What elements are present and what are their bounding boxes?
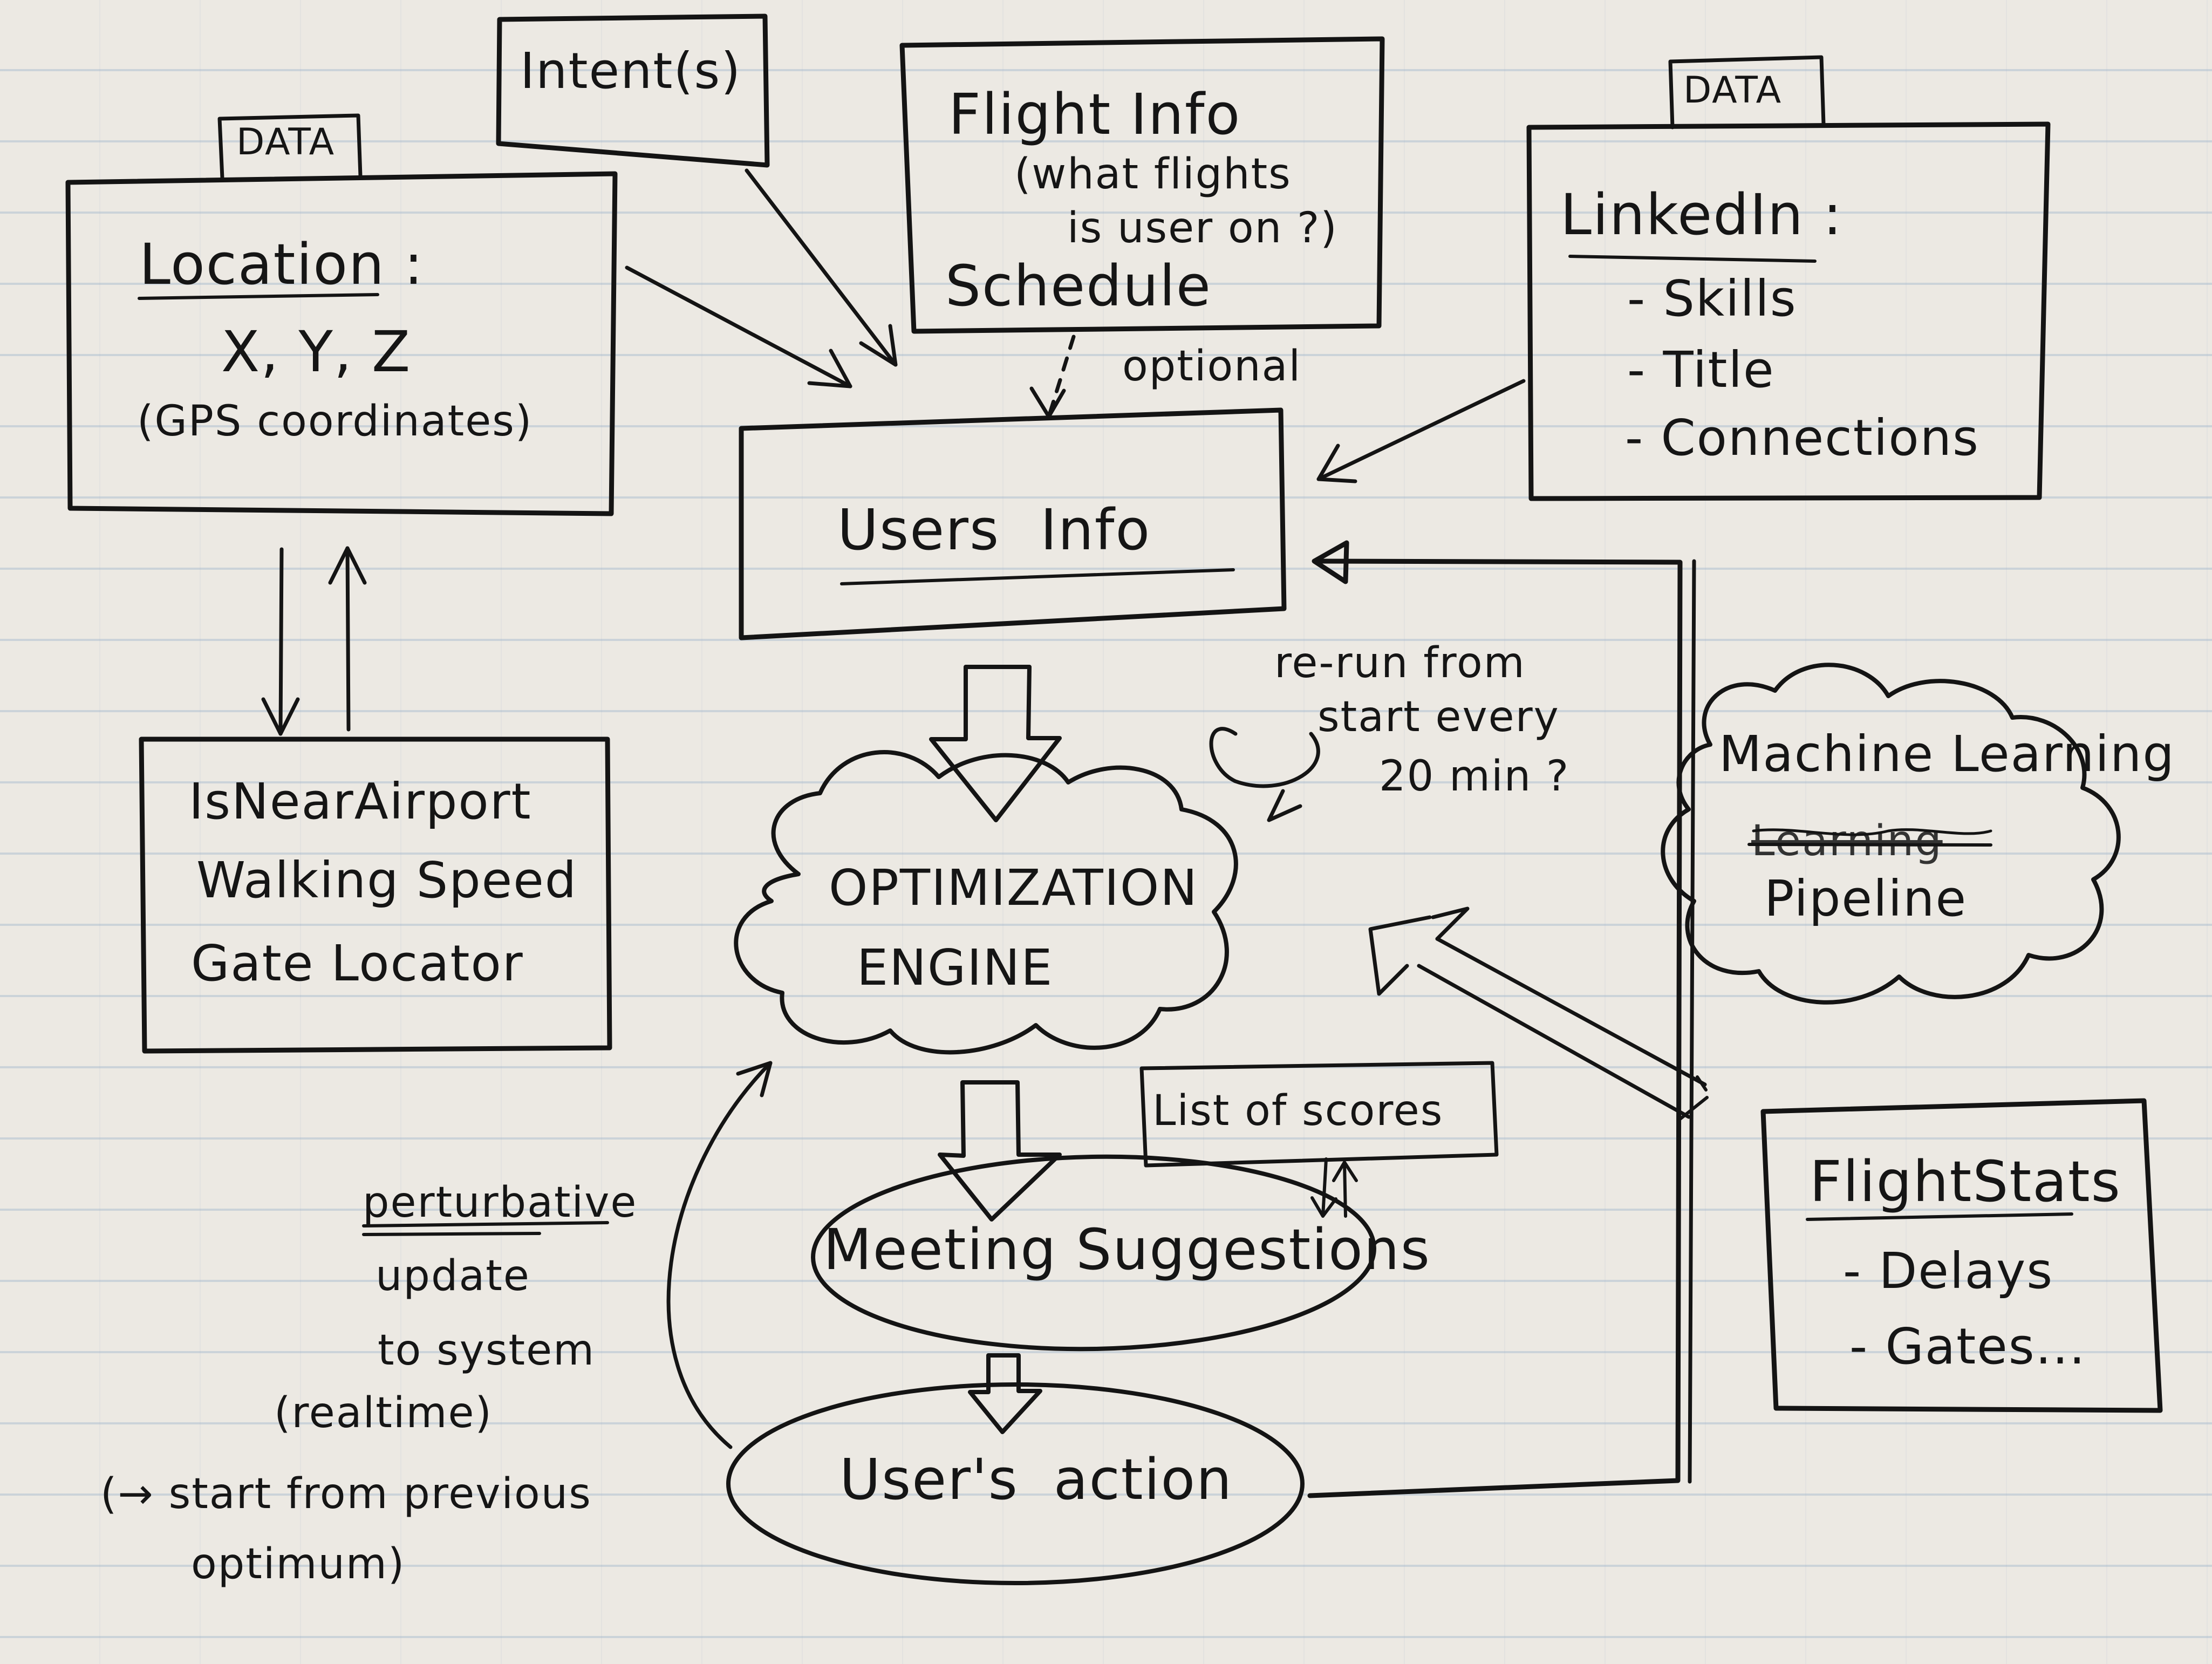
linkedin-item-skills: - Skills: [1627, 270, 1797, 328]
perturbative-line-5: (→ start from previous: [100, 1470, 592, 1518]
ml-cloud-line-1: Machine Learning: [1719, 725, 2175, 783]
near-airport-box-outline: [139, 736, 612, 1054]
rerun-note-line-3: 20 min ?: [1379, 752, 1570, 801]
near-airport-line-2: Walking Speed: [196, 851, 578, 909]
rerun-note-line-1: re-run from: [1274, 639, 1526, 687]
feedback-line-to-users-info: [1307, 540, 1696, 1498]
perturbative-underline: [362, 1221, 609, 1236]
perturbative-line-1: perturbative: [363, 1178, 638, 1227]
rerun-note-line-2: start every: [1317, 693, 1560, 741]
users-info-label: Users Info: [837, 497, 1151, 563]
perturbative-line-3: to system: [378, 1326, 596, 1375]
flight-info-question-2: is user on ?): [1067, 204, 1338, 253]
optimization-engine-cloud: [734, 750, 1238, 1055]
users-action-ellipse: [726, 1382, 1305, 1585]
location-gps: (GPS coordinates): [137, 397, 533, 446]
location-data-tag: DATA: [236, 121, 336, 163]
arrow-flight-info-optional: [1029, 335, 1076, 419]
intents-box-outline: [496, 13, 770, 168]
arrow-location-near-airport: [261, 546, 367, 736]
flight-stats-title: FlightStats: [1810, 1149, 2121, 1215]
perturbative-line-2: update: [376, 1252, 530, 1300]
meeting-suggestions-ellipse: [811, 1154, 1376, 1352]
flight-stats-item-delays: - Delays: [1843, 1242, 2054, 1300]
intents-label: Intent(s): [520, 42, 742, 100]
arrow-scores-suggestions: [1310, 1157, 1358, 1218]
ml-cloud-crossed-word: Learning: [1751, 817, 1943, 865]
arrow-action-to-engine: [666, 1061, 773, 1449]
meeting-suggestions-label: Meeting Suggestions: [823, 1217, 1431, 1283]
flight-stats-box-outline: [1760, 1098, 2163, 1413]
flight-info-title: Flight Info: [948, 81, 1241, 147]
flight-info-question-1: (what flights: [1014, 150, 1292, 199]
optimization-engine-line-1: OPTIMIZATION: [829, 859, 1199, 917]
location-title: Location :: [139, 231, 424, 297]
near-airport-line-1: IsNearAirport: [189, 773, 532, 830]
linkedin-item-connections: - Connections: [1625, 409, 1979, 467]
users-info-box-outline: [739, 407, 1287, 640]
perturbative-line-4: (realtime): [274, 1389, 493, 1437]
perturbative-line-6: optimum): [191, 1540, 406, 1588]
linkedin-item-title: - Title: [1627, 341, 1775, 399]
optional-label: optional: [1122, 342, 1302, 391]
users-action-label: User's action: [839, 1447, 1233, 1512]
block-arrow-suggestions-to-action: [968, 1353, 1042, 1434]
linkedin-data-tag: DATA: [1683, 69, 1783, 112]
block-arrow-users-to-engine: [929, 665, 1062, 822]
rerun-loop-arrow: [1209, 727, 1320, 822]
near-airport-line-3: Gate Locator: [191, 935, 524, 992]
flight-info-box-outline: [899, 36, 1385, 334]
list-of-scores-box-outline: [1139, 1061, 1499, 1168]
location-box-outline: [65, 113, 618, 516]
list-of-scores-label: List of scores: [1152, 1087, 1444, 1135]
linkedin-box-outline: [1526, 55, 2051, 501]
arrow-location-to-users-info: [625, 265, 852, 388]
block-arrow-engine-to-suggestions: [938, 1080, 1062, 1222]
arrow-linkedin-to-users-info: [1316, 379, 1526, 483]
optimization-engine-line-2: ENGINE: [857, 939, 1054, 997]
flight-info-schedule: Schedule: [945, 253, 1212, 319]
flight-stats-item-gates: - Gates...: [1849, 1318, 2086, 1375]
location-coords: X, Y, Z: [221, 319, 412, 385]
ml-cloud-line-2: Pipeline: [1764, 870, 1968, 928]
arrow-intents-to-users-info: [745, 168, 898, 367]
linkedin-title: LinkedIn :: [1560, 182, 1843, 248]
arrow-ml-to-engine: [1368, 906, 1709, 1121]
